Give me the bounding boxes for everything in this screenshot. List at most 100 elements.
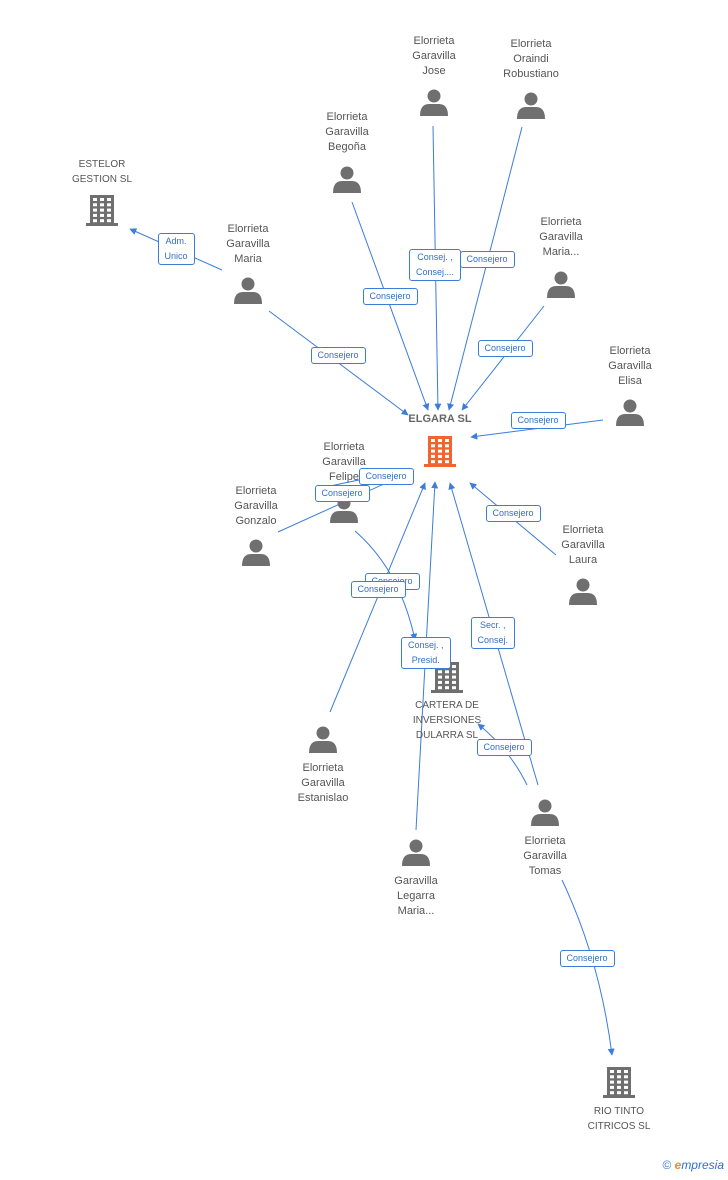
begona-person-icon[interactable] — [333, 166, 361, 194]
elgara-building-icon[interactable] — [424, 436, 456, 467]
relation-label-maria2-to-elgara[interactable]: Consejero — [477, 339, 533, 357]
tomas-person-icon[interactable] — [531, 799, 559, 827]
node-label-line: Elorrieta — [510, 38, 552, 50]
cartera-node-label[interactable]: CARTERA DE INVERSIONES DULARRA SL — [382, 698, 512, 743]
relation-label-line: Consejero — [492, 507, 534, 518]
relation-label-line: Unico — [164, 251, 188, 261]
node-label-line: Garavilla — [234, 500, 278, 512]
node-label-line: Elorrieta — [562, 524, 604, 536]
relation-label-laura-to-elgara[interactable]: Consejero — [485, 504, 541, 522]
node-label-line: ELGARA SL — [408, 413, 472, 425]
node-label-line: ESTELOR — [78, 159, 126, 170]
relation-label-tomas-to-elgara[interactable]: Secr. ,Consej. — [470, 617, 516, 649]
relation-label-robustiano-to-elgara[interactable]: Consejero — [459, 250, 515, 268]
node-label-line: GESTION SL — [71, 174, 132, 185]
relation-label-line: Consejero — [517, 414, 559, 425]
brand-initial: e — [674, 1158, 682, 1172]
node-label-line: Garavilla — [301, 777, 345, 789]
node-label-line: Oraindi — [513, 53, 549, 65]
relation-label-maria-to-estelor[interactable]: Adm. Unico — [157, 233, 195, 265]
node-label-line: Maria... — [397, 905, 435, 917]
node-label-line: Garavilla — [539, 231, 583, 243]
relation-label-tomas-to-cartera[interactable]: Consejero — [476, 738, 532, 756]
relation-label-line: Consejero — [483, 741, 525, 752]
maria-person-icon[interactable] — [234, 277, 262, 305]
node-label-line: Elorrieta — [326, 111, 368, 123]
node-label-line: Maria — [234, 253, 262, 265]
node-label-line: Tomas — [528, 865, 562, 877]
relation-label-line: Consejero — [317, 349, 359, 360]
robustiano-person-icon[interactable] — [517, 92, 545, 120]
relation-label-felipe-to-elgara[interactable]: Consejero — [358, 467, 414, 485]
relation-label-line: Consejero — [357, 583, 399, 594]
node-label-line: Garavilla — [394, 875, 438, 887]
gonzalo-person-icon[interactable] — [242, 539, 270, 567]
copyright-symbol: © — [662, 1158, 672, 1172]
node-label-line: Garavilla — [523, 850, 567, 862]
edge-robustiano-to-elgara — [447, 126, 523, 411]
relation-label-line: Consej. , — [408, 640, 444, 650]
relation-label-line: Presid. — [411, 655, 440, 665]
relation-label-line: Consej.... — [416, 267, 455, 277]
relation-label-line: Consejero — [566, 952, 608, 963]
estanislao-person-icon[interactable] — [309, 726, 337, 754]
node-label-line: Elorrieta — [540, 216, 582, 228]
edge-maria2-to-elgara — [461, 305, 545, 411]
relation-label-elisa-to-elgara[interactable]: Consejero — [510, 411, 566, 429]
relation-label-begona-to-elgara[interactable]: Consejero — [362, 287, 418, 305]
node-label-line: Elorrieta — [227, 223, 269, 235]
node-label-line: Felipe — [329, 471, 359, 483]
elisa-person-icon[interactable] — [616, 399, 644, 427]
node-label-line: Garavilla — [412, 50, 456, 62]
relation-label-gonzalo-to-elgara[interactable]: Consejero — [314, 484, 370, 502]
node-label-line: Robustiano — [503, 68, 559, 80]
legarra-person-icon[interactable] — [402, 839, 430, 867]
estelor-building-icon[interactable] — [86, 195, 118, 226]
node-label-line: Elorrieta — [323, 441, 365, 453]
relation-label-line: Consejero — [365, 470, 407, 481]
relation-label-line: Adm. — [165, 236, 187, 246]
jose-person-icon[interactable] — [420, 89, 448, 117]
node-label-line: Maria... — [542, 246, 580, 258]
node-label-line: Gonzalo — [235, 515, 277, 527]
node-label-line: DULARRA SL — [415, 730, 479, 741]
riotinto-building-icon[interactable] — [603, 1067, 635, 1098]
relation-label-jose-to-elgara[interactable]: Consej. , Consej.... — [409, 249, 462, 281]
relation-label-estanislao-to-elgara[interactable]: Consejero — [350, 580, 406, 598]
node-label-line: Garavilla — [226, 238, 270, 250]
maria2-person-icon[interactable] — [547, 271, 575, 299]
node-label-line: Jose — [422, 65, 446, 77]
node-label-line: Elorrieta — [413, 35, 455, 47]
relation-label-legarra-to-elgara[interactable]: Consej. , Presid. — [401, 637, 451, 669]
empresia-brand[interactable]: © empresia — [662, 1158, 724, 1172]
node-label-line: Laura — [568, 554, 598, 566]
elgara-node-label[interactable]: ELGARA SL — [375, 412, 505, 427]
node-label-line: Estanislao — [297, 792, 349, 804]
estelor-node-label[interactable]: ESTELOR GESTION SL — [37, 157, 167, 187]
relation-label-tomas-to-riotinto[interactable]: Consejero — [559, 949, 615, 967]
node-label-line: Garavilla — [561, 539, 605, 551]
node-label-line: Garavilla — [325, 126, 369, 138]
node-label-line: Elisa — [618, 375, 642, 387]
relation-label-line: Consejero — [321, 487, 363, 498]
relation-label-maria-to-elgara[interactable]: Consejero — [310, 346, 366, 364]
node-label-line: INVERSIONES — [412, 715, 482, 726]
node-label-line: Elorrieta — [524, 835, 566, 847]
node-label-line: CARTERA DE — [415, 700, 479, 711]
laura-person-icon[interactable] — [569, 578, 597, 606]
edge-tomas-to-riotinto — [561, 879, 615, 1056]
relation-label-line: Consej. , — [417, 252, 453, 262]
